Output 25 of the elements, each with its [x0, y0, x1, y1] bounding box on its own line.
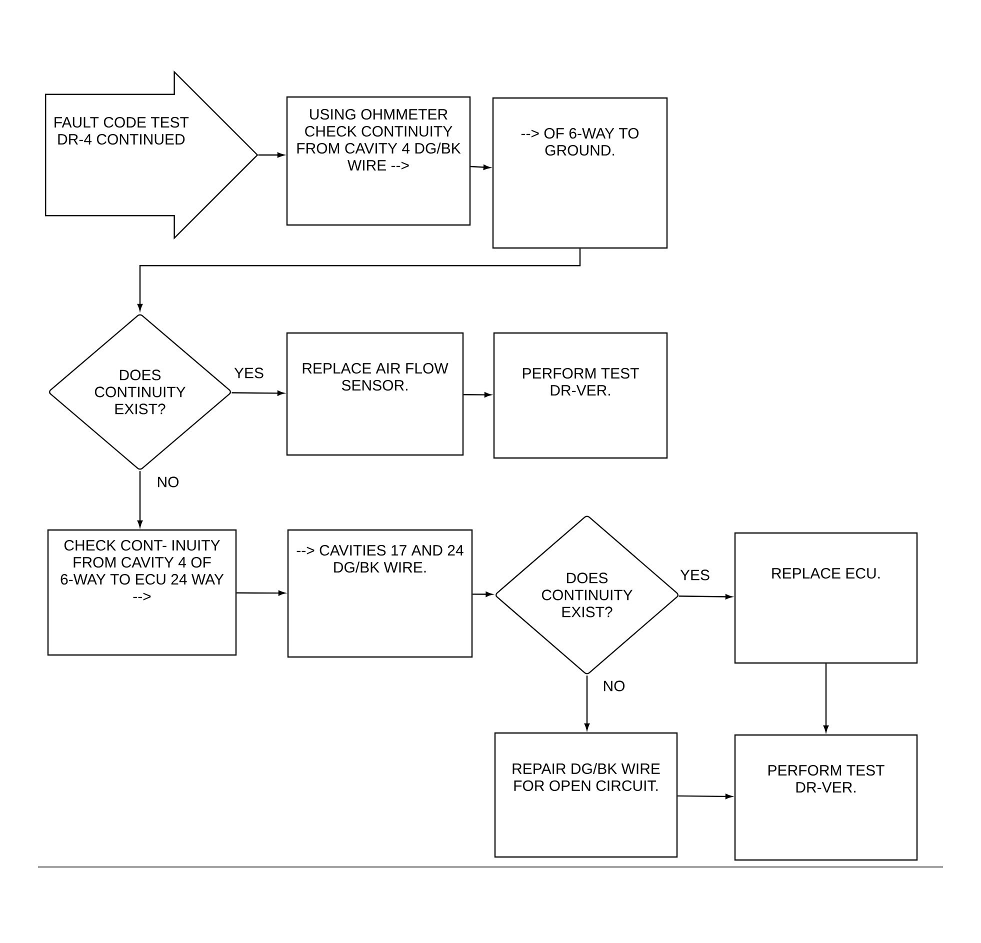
arrow: [137, 471, 143, 528]
edge-label: NO: [156, 476, 180, 488]
arrow: [137, 248, 581, 311]
process-box: USING OHMMETER CHECK CONTINUITY FROM CAVITY 4 DG/BK WIRE -->: [286, 96, 471, 226]
process-box: PERFORM TEST DR-VER.: [734, 734, 918, 861]
arrow: [232, 390, 284, 396]
arrow: [678, 794, 732, 800]
arrow: [678, 594, 732, 600]
arrow: [472, 592, 493, 597]
edge-label: YES: [233, 366, 266, 380]
arrow: [464, 392, 492, 398]
edge-label: YES: [679, 568, 712, 582]
process-box: REPLACE ECU.: [734, 532, 918, 664]
arrow: [258, 152, 284, 158]
process-box: REPAIR DG/BK WIRE FOR OPEN CIRCUIT.: [494, 732, 678, 858]
process-box: --> OF 6-WAY TO GROUND.: [492, 97, 668, 249]
arrow: [236, 590, 286, 596]
process-box: PERFORM TEST DR-VER.: [493, 332, 668, 459]
process-box: REPLACE AIR FLOW SENSOR.: [286, 332, 464, 456]
arrow: [584, 676, 590, 730]
process-box: --> CAVITIES 17 AND 24 DG/BK WIRE.: [287, 529, 473, 658]
edge-label: NO: [602, 680, 626, 692]
arrow: [823, 664, 829, 732]
process-box: CHECK CONT- INUITY FROM CAVITY 4 OF 6-WAY TO ECU 24 WAY -->: [47, 529, 237, 656]
arrow: [470, 164, 490, 170]
